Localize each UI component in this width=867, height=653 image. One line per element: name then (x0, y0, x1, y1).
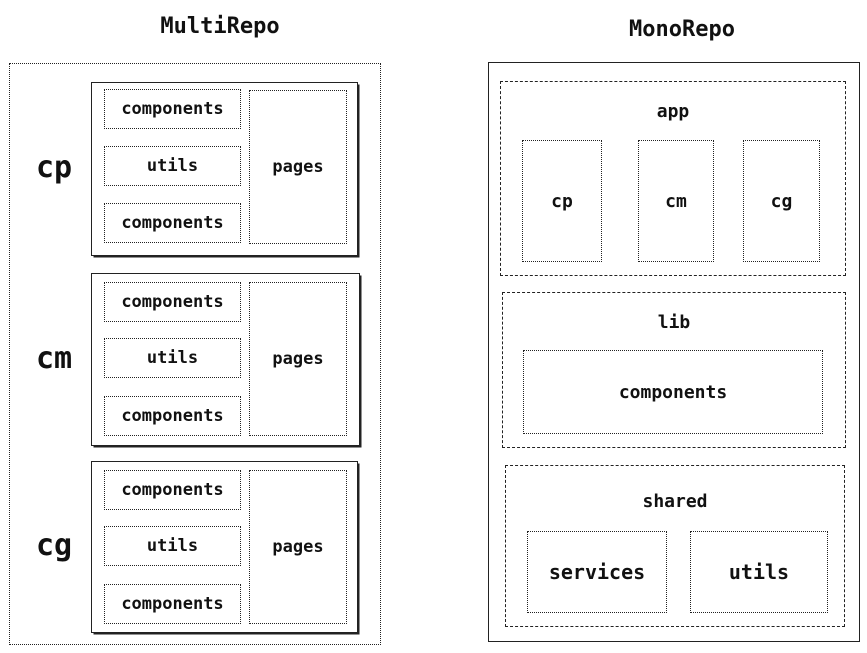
repo-cg-item-components (104, 584, 241, 624)
mono-app-box (500, 81, 846, 276)
mono-shared-child-services (527, 531, 667, 613)
multirepo-title: MultiRepo (160, 13, 280, 39)
multirepo-container (9, 63, 381, 645)
repo-cp-item-components (104, 89, 241, 129)
repo-cg-item-utils (104, 526, 241, 566)
repo-cm-item-label: components (121, 406, 224, 426)
repo-cm-item-components (104, 396, 241, 436)
repo-cm-item-utils (104, 338, 241, 378)
repo-cm-item-label: components (121, 292, 224, 312)
mono-app-child-cg (743, 140, 820, 262)
repo-label-cm: cm (35, 340, 73, 376)
repo-box-cp (91, 82, 358, 256)
repo-cg-item-components (104, 470, 241, 510)
mono-app-child-label: cp (551, 190, 573, 212)
repo-cm-item-label: utils (146, 348, 199, 368)
repo-cp-item-utils (104, 146, 241, 186)
mono-lib-child-label: components (618, 381, 728, 403)
mono-lib-child-components (523, 350, 823, 434)
repo-cp-pages (249, 90, 347, 244)
mono-lib-box (502, 292, 846, 448)
mono-app-child-label: cg (770, 190, 793, 212)
repo-cg-item-label: components (121, 594, 224, 614)
mono-app-child-label: cm (665, 190, 687, 212)
repo-cp-pages-label: pages (272, 157, 324, 177)
repo-cg-item-label: utils (146, 536, 199, 556)
mono-shared-child-utils (690, 531, 828, 613)
mono-shared-child-label: utils (728, 560, 790, 584)
repo-cm-pages (249, 282, 347, 436)
repo-cp-item-label: utils (146, 156, 199, 176)
mono-shared-box (505, 465, 845, 627)
repo-cg-pages (249, 470, 347, 624)
monorepo-container (488, 62, 860, 642)
repo-cp-item-components (104, 203, 241, 243)
mono-app-label: app (656, 100, 690, 122)
mono-shared-child-label: services (548, 560, 646, 584)
repo-box-cm (91, 273, 360, 446)
repo-cm-item-components (104, 282, 241, 322)
mono-app-child-cp (522, 140, 602, 262)
monorepo-title: MonoRepo (629, 16, 735, 42)
repo-label-cp: cp (35, 149, 73, 185)
repo-cp-item-label: components (121, 213, 224, 233)
repo-box-cg (91, 461, 358, 633)
repo-cg-pages-label: pages (272, 537, 324, 557)
mono-app-child-cm (638, 140, 714, 262)
mono-shared-label: shared (642, 490, 708, 512)
repo-cp-item-label: components (121, 99, 224, 119)
mono-lib-label: lib (657, 311, 691, 333)
repo-cm-pages-label: pages (272, 349, 324, 369)
repo-label-cg: cg (35, 527, 73, 563)
repo-cg-item-label: components (121, 480, 224, 500)
